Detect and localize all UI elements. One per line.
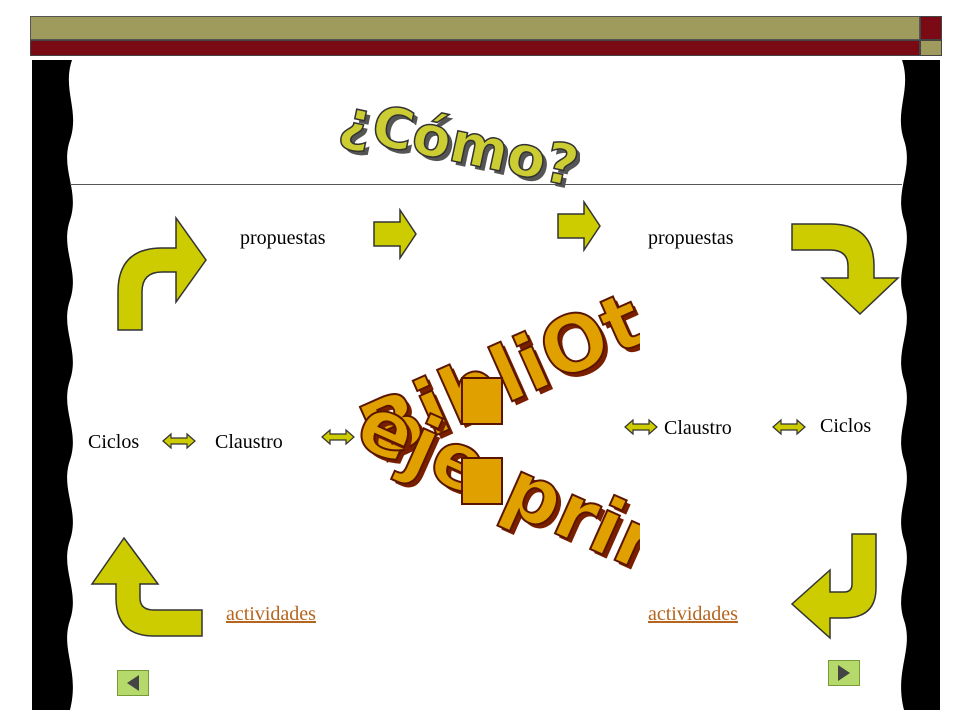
colon-square-bottom xyxy=(461,457,503,505)
title-text: ¿Cómo? xyxy=(340,87,580,190)
ciclos-right-label: Ciclos xyxy=(820,415,872,437)
triangle-right-icon xyxy=(838,665,850,681)
curved-arrow-top-right xyxy=(791,223,900,316)
right-arrow-small-1 xyxy=(373,208,417,260)
propuestas-left-label: propuestas xyxy=(240,227,326,249)
ciclos-left-label: Ciclos xyxy=(88,431,140,453)
right-arrow-small-2 xyxy=(557,200,601,252)
left-wavy-border xyxy=(32,60,74,710)
title-wordart: ¿Cómo? ¿Cómo? xyxy=(340,86,580,190)
top-right-olive-square xyxy=(920,40,942,56)
claustro-left-label: Claustro xyxy=(215,431,283,453)
curved-arrow-bottom-left xyxy=(90,536,203,637)
claustro-right-label: Claustro xyxy=(664,417,732,439)
right-wavy-border xyxy=(900,60,940,710)
double-arrow-right-2 xyxy=(772,418,806,436)
actividades-left-link[interactable]: actividades xyxy=(226,603,316,625)
double-arrow-right-1 xyxy=(624,418,658,436)
top-maroon-bar xyxy=(30,40,920,56)
double-arrow-left-2 xyxy=(321,428,355,446)
propuestas-right-label: propuestas xyxy=(648,227,734,249)
curved-arrow-top-left xyxy=(117,215,207,331)
center-wordart: BibliOteca BibliOteca eje principal eje … xyxy=(343,213,640,680)
colon-square-top xyxy=(461,377,503,425)
next-slide-button[interactable] xyxy=(828,660,860,686)
curved-arrow-bottom-right xyxy=(790,533,877,640)
top-olive-bar xyxy=(30,16,920,40)
title-divider xyxy=(70,184,902,185)
actividades-right-link[interactable]: actividades xyxy=(648,603,738,625)
triangle-left-icon xyxy=(127,675,139,691)
prev-slide-button[interactable] xyxy=(117,670,149,696)
double-arrow-left-1 xyxy=(162,432,196,450)
top-right-maroon-square xyxy=(920,16,942,40)
